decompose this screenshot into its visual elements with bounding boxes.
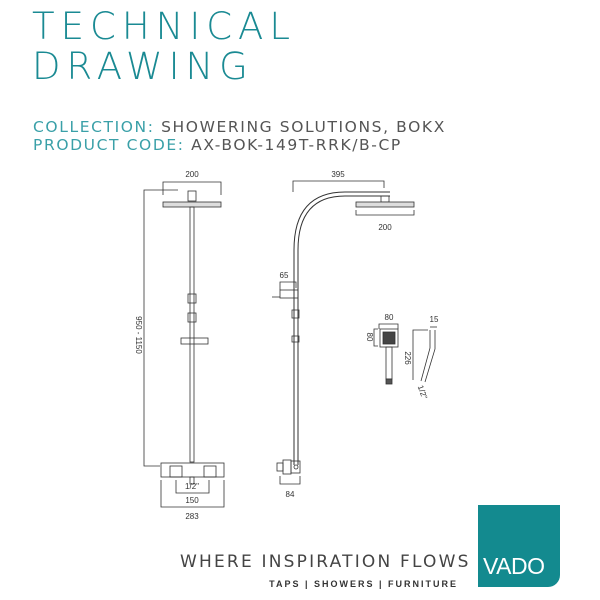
thermostat-bar	[160, 462, 225, 478]
dimension-label: 80	[365, 333, 374, 342]
front-view: 200 950 - 1150 1/2" 150 283	[134, 170, 225, 521]
tagline: WHERE INSPIRATION FLOWS	[180, 552, 471, 572]
slider	[291, 309, 300, 319]
dimension-line	[162, 181, 222, 195]
dimension-label: 150	[185, 496, 199, 505]
vado-logo: VADO	[478, 505, 560, 587]
side-view: 395 200 65 84	[272, 170, 415, 499]
shower-head	[162, 201, 222, 208]
dimension-line	[292, 180, 385, 192]
dimension-label: 1/2"	[185, 482, 199, 491]
head-connector	[380, 195, 390, 203]
outlet	[189, 476, 195, 485]
dimension-line	[175, 480, 210, 494]
dimension-label: 65	[280, 271, 289, 280]
collection-line: COLLECTION: SHOWERING SOLUTIONS, BOKX	[33, 118, 446, 136]
dimension-line	[279, 476, 301, 485]
soap-dish	[180, 337, 209, 345]
dimension-label: 1/2"	[416, 384, 429, 400]
shower-head	[355, 201, 415, 208]
dimension-label: 200	[378, 223, 392, 232]
riser-pipe	[189, 206, 195, 463]
dimension-label: 226	[403, 351, 412, 365]
dimension-label: 200	[185, 170, 199, 179]
dimension-label: 283	[185, 512, 199, 521]
dimension-line	[279, 281, 297, 290]
title-line-2: DRAWING	[32, 45, 254, 88]
hose-outline	[420, 330, 436, 383]
slider	[187, 312, 197, 323]
slider	[187, 293, 197, 304]
slider	[291, 335, 300, 343]
title-line-1: TECHNICAL	[32, 5, 296, 48]
dimension-label: 80	[385, 313, 394, 322]
product-code-value: AX-BOK-149T-RRK/B-CP	[191, 136, 402, 154]
handset-handle	[385, 346, 393, 380]
handset-thread	[385, 378, 393, 385]
collection-value: SHOWERING SOLUTIONS, BOKX	[161, 118, 446, 136]
logo-text: VADO	[483, 553, 545, 579]
dimension-label: 395	[331, 170, 345, 179]
dimension-line	[355, 210, 415, 216]
handset-holder	[279, 289, 299, 299]
curved-arm	[293, 191, 390, 465]
spray-face	[382, 331, 396, 345]
handset-view: 80 80 15 226 1/2"	[365, 313, 439, 400]
dimension-label: 84	[286, 490, 295, 499]
valve-outlet	[290, 460, 301, 474]
dimension-line	[378, 323, 399, 329]
product-code-line: PRODUCT CODE: AX-BOK-149T-RRK/B-CP	[33, 136, 402, 154]
collection-label: COLLECTION:	[33, 118, 155, 136]
head-connector	[187, 190, 197, 202]
curved-arm	[297, 195, 390, 465]
valve-knob	[276, 462, 284, 472]
dimension-line	[412, 329, 428, 380]
valve-port	[293, 464, 299, 470]
category-subline: TAPS | SHOWERS | FURNITURE	[269, 579, 458, 589]
height-dimension-line	[143, 189, 178, 467]
valve-body	[282, 459, 292, 475]
product-code-label: PRODUCT CODE:	[33, 136, 185, 154]
control-knob	[169, 465, 183, 478]
dimension-label: 15	[430, 315, 439, 324]
height-label: 950 - 1150	[134, 316, 143, 354]
dimension-line	[160, 480, 225, 508]
dimension-line	[373, 328, 378, 347]
control-knob	[203, 465, 217, 478]
